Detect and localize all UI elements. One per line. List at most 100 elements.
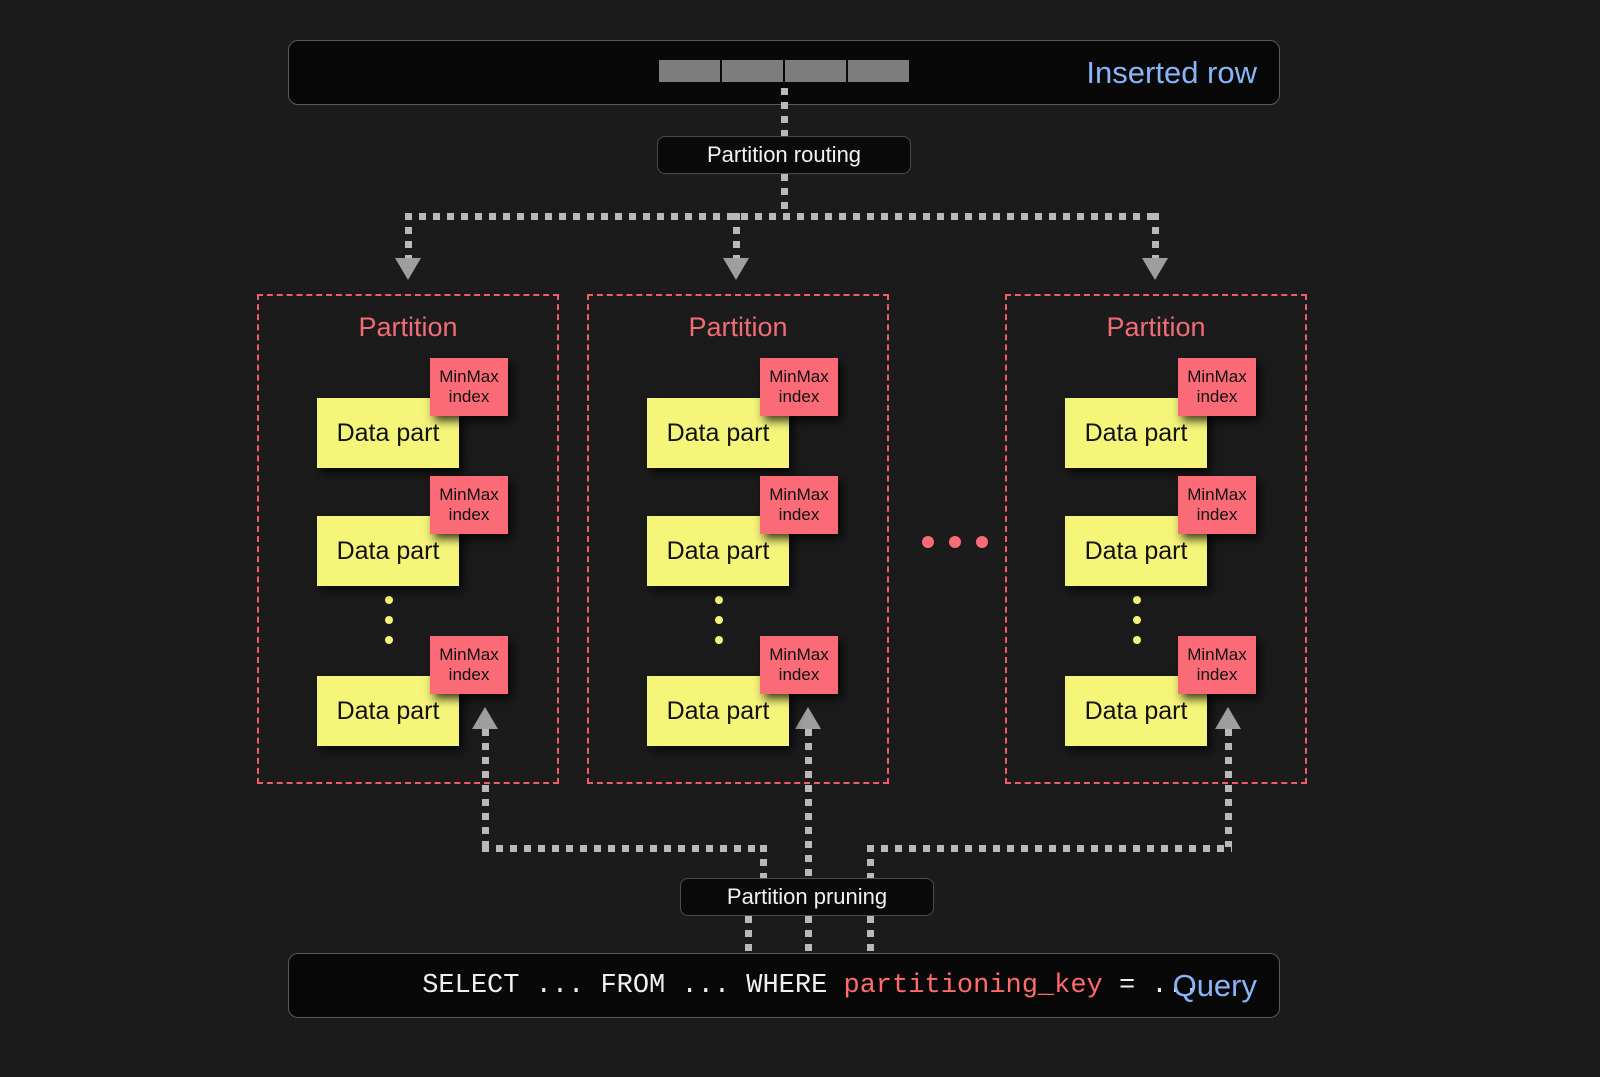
- minmax-index-box[interactable]: MinMax index: [760, 358, 838, 416]
- arrow-down-icon-partition-2: [1142, 258, 1168, 280]
- arrow-up-icon-partition-1: [795, 707, 821, 729]
- connector-bus-to-partition-2: [1152, 213, 1159, 261]
- connector-pruning-to-partition-2: [1225, 729, 1232, 847]
- row-cell: [659, 60, 720, 82]
- ellipsis-dot: [715, 596, 723, 604]
- minmax-index-line2: index: [1196, 665, 1238, 684]
- ellipsis-dot: [1133, 616, 1141, 624]
- inserted-row-panel: Inserted row: [288, 40, 1280, 105]
- ellipsis-dot: [1133, 596, 1141, 604]
- minmax-index-line1: MinMax: [769, 367, 829, 387]
- connector-query-to-pruning-left: [745, 916, 752, 954]
- minmax-index-line2: index: [778, 387, 820, 406]
- query-label: Query: [1172, 967, 1257, 1003]
- minmax-index-line1: MinMax: [439, 645, 499, 665]
- minmax-index-box[interactable]: MinMax index: [430, 358, 508, 416]
- ellipsis-dot: [949, 536, 961, 548]
- inserted-row-label: Inserted row: [1086, 54, 1257, 90]
- data-part-unit: Data part MinMax index: [1065, 636, 1265, 748]
- minmax-index-box[interactable]: MinMax index: [430, 476, 508, 534]
- data-part-box[interactable]: Data part: [317, 516, 459, 586]
- minmax-index-box[interactable]: MinMax index: [760, 636, 838, 694]
- minmax-index-line2: index: [448, 505, 490, 524]
- minmax-index-box[interactable]: MinMax index: [760, 476, 838, 534]
- minmax-index-line2: index: [778, 665, 820, 684]
- query-sql-text: SELECT ... FROM ... WHERE partitioning_k…: [325, 941, 1200, 1031]
- partition-title-2: Partition: [1106, 312, 1206, 342]
- ellipsis-dot: [976, 536, 988, 548]
- minmax-index-line1: MinMax: [439, 485, 499, 505]
- partition-box-2: Partition Data part MinMax index Data pa…: [1005, 294, 1307, 784]
- minmax-index-line2: index: [448, 665, 490, 684]
- arrow-down-icon-partition-1: [723, 258, 749, 280]
- data-part-box[interactable]: Data part: [647, 398, 789, 468]
- query-keyword: partitioning_key: [843, 970, 1103, 1001]
- minmax-index-box[interactable]: MinMax index: [1178, 636, 1256, 694]
- minmax-index-line2: index: [448, 387, 490, 406]
- connector-routing-bus: [405, 213, 1160, 220]
- connector-pruning-to-partition-1: [805, 729, 812, 885]
- data-part-box[interactable]: Data part: [1065, 676, 1207, 746]
- query-panel: SELECT ... FROM ... WHERE partitioning_k…: [288, 953, 1280, 1018]
- minmax-index-line1: MinMax: [1187, 367, 1247, 387]
- data-part-unit: Data part MinMax index: [317, 636, 517, 748]
- arrow-up-icon-partition-0: [472, 707, 498, 729]
- ellipsis-dot: [385, 636, 393, 644]
- data-part-unit: Data part MinMax index: [1065, 358, 1265, 470]
- arrow-up-icon-partition-2: [1215, 707, 1241, 729]
- minmax-index-line1: MinMax: [439, 367, 499, 387]
- data-part-unit: Data part MinMax index: [317, 358, 517, 470]
- data-part-ellipsis: [385, 596, 393, 644]
- data-part-unit: Data part MinMax index: [1065, 476, 1265, 588]
- minmax-index-line1: MinMax: [769, 645, 829, 665]
- data-part-ellipsis: [715, 596, 723, 644]
- data-part-unit: Data part MinMax index: [317, 476, 517, 588]
- inserted-row-cells: [659, 60, 909, 82]
- minmax-index-box[interactable]: MinMax index: [1178, 358, 1256, 416]
- connector-bus-to-partition-1: [733, 213, 740, 261]
- query-text-before: SELECT ... FROM ... WHERE: [422, 970, 844, 1001]
- ellipsis-dot: [385, 596, 393, 604]
- connector-pruning-drop-left: [760, 845, 767, 885]
- connector-routing-to-bus: [781, 174, 788, 216]
- row-cell: [848, 60, 909, 82]
- data-part-unit: Data part MinMax index: [647, 476, 847, 588]
- connector-query-to-pruning-center: [805, 916, 812, 954]
- minmax-index-box[interactable]: MinMax index: [430, 636, 508, 694]
- connector-row-to-routing: [781, 88, 788, 136]
- connector-pruning-drop-right: [867, 845, 874, 885]
- connector-pruning-to-partition-0: [482, 729, 489, 847]
- minmax-index-line2: index: [1196, 505, 1238, 524]
- partition-pruning-box[interactable]: Partition pruning: [680, 878, 934, 916]
- minmax-index-line1: MinMax: [1187, 645, 1247, 665]
- row-cell: [785, 60, 846, 82]
- partition-routing-box[interactable]: Partition routing: [657, 136, 911, 174]
- data-part-box[interactable]: Data part: [317, 676, 459, 746]
- minmax-index-box[interactable]: MinMax index: [1178, 476, 1256, 534]
- data-part-ellipsis: [1133, 596, 1141, 644]
- query-text-after: = ...: [1102, 970, 1200, 1001]
- partition-title-0: Partition: [358, 312, 458, 342]
- connector-bus-to-partition-0: [405, 213, 412, 261]
- ellipsis-dot: [715, 636, 723, 644]
- arrow-down-icon-partition-0: [395, 258, 421, 280]
- ellipsis-dot: [715, 616, 723, 624]
- row-cell: [722, 60, 783, 82]
- connector-pruning-bus-right: [867, 845, 1232, 852]
- connector-pruning-bus-left: [482, 845, 767, 852]
- data-part-unit: Data part MinMax index: [647, 636, 847, 748]
- partition-box-1: Partition Data part MinMax index Data pa…: [587, 294, 889, 784]
- partition-pruning-label: Partition pruning: [726, 884, 888, 909]
- ellipsis-dot: [922, 536, 934, 548]
- data-part-unit: Data part MinMax index: [647, 358, 847, 470]
- ellipsis-dot: [1133, 636, 1141, 644]
- partitions-ellipsis: [922, 536, 988, 548]
- partition-routing-label: Partition routing: [706, 142, 862, 167]
- partition-title-1: Partition: [688, 312, 788, 342]
- partition-box-0: Partition Data part MinMax index Data pa…: [257, 294, 559, 784]
- minmax-index-line2: index: [778, 505, 820, 524]
- minmax-index-line2: index: [1196, 387, 1238, 406]
- minmax-index-line1: MinMax: [1187, 485, 1247, 505]
- minmax-index-line1: MinMax: [769, 485, 829, 505]
